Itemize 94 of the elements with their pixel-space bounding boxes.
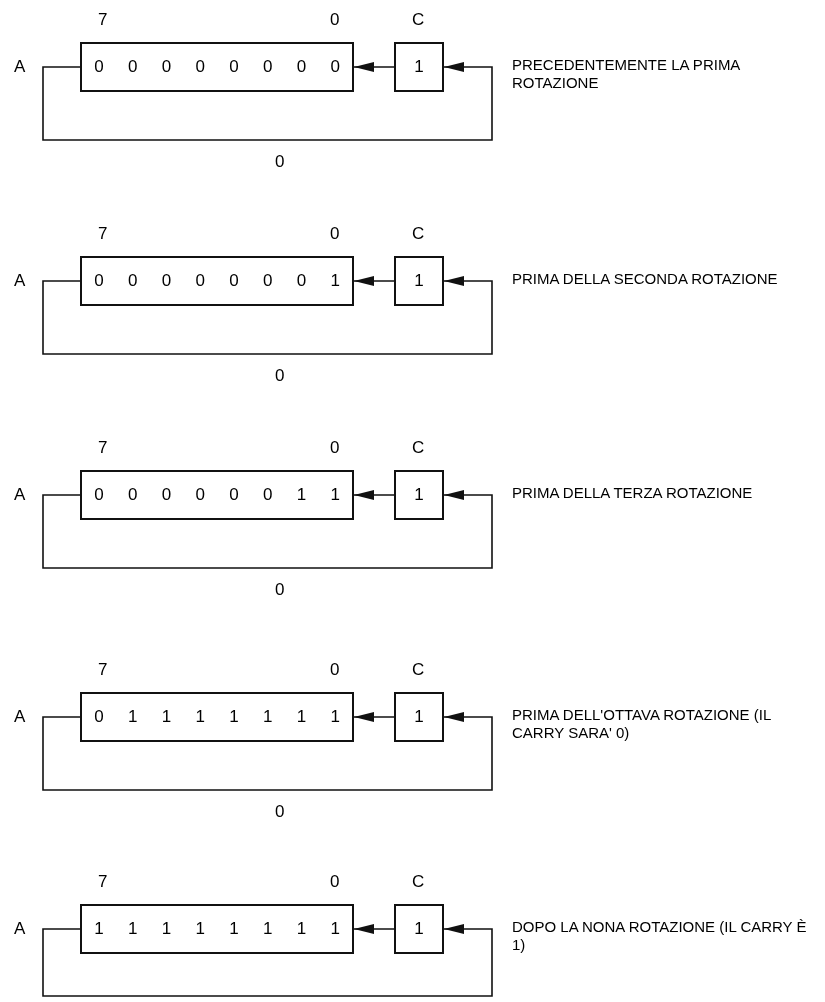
carry-value: 1: [414, 919, 424, 938]
bit-value: 0: [160, 56, 173, 78]
bit-value: 1: [295, 706, 308, 728]
arrow: [353, 924, 395, 934]
bit-value: 0: [93, 56, 105, 78]
carry-name: C: [412, 660, 425, 680]
value-label: 0: [275, 802, 285, 822]
arrow: [353, 62, 395, 72]
carry-name: C: [412, 224, 425, 244]
value-label: 0: [275, 580, 285, 600]
carry-box: [394, 904, 444, 954]
bit-value: 1: [329, 270, 341, 292]
bit-value: 0: [261, 56, 274, 78]
register-name: A: [14, 707, 26, 727]
bit-value: 0: [194, 56, 206, 78]
bit-index-label: 7: [98, 660, 108, 680]
bit-value: 1: [160, 706, 173, 728]
bit-value: 0: [194, 484, 206, 506]
loop-arrow: [42, 62, 493, 141]
bit-index-label: 7: [98, 872, 108, 892]
bit-value: 1: [194, 918, 206, 940]
bit-value: 1: [93, 918, 105, 940]
register-name: A: [14, 919, 26, 939]
arrow: [353, 490, 395, 500]
bit-value: 0: [329, 56, 341, 78]
bit-value: 0: [126, 270, 139, 292]
bit-value: 1: [228, 918, 240, 940]
bit-value: 1: [194, 706, 206, 728]
bit-value: 1: [126, 918, 139, 940]
arrow: [353, 712, 395, 722]
description-text: DOPO LA NONA ROTAZIONE (IL CARRY È 1): [512, 918, 808, 954]
bit-index-label: 0: [330, 438, 340, 458]
bit-index-label: 0: [330, 660, 340, 680]
bit-value: 1: [295, 918, 308, 940]
register-box: [80, 256, 354, 306]
loop-arrow: [42, 712, 493, 791]
carry-name: C: [412, 872, 425, 892]
bit-value: 0: [228, 56, 240, 78]
bit-index-label: 0: [330, 872, 340, 892]
description-text: PRIMA DELL'OTTAVA ROTAZIONE (IL CARRY SARA' 0): [512, 706, 772, 742]
bit-index-label: 7: [98, 438, 108, 458]
carry-box: [394, 256, 444, 306]
bit-value: 0: [228, 484, 240, 506]
carry-name: C: [412, 438, 425, 458]
value-label: 0: [275, 152, 285, 172]
register-box: [80, 692, 354, 742]
value-label: 0: [275, 366, 285, 386]
carry-box: [394, 470, 444, 520]
bit-value: 0: [295, 56, 308, 78]
bit-value: 0: [194, 270, 206, 292]
bit-value: 0: [261, 484, 274, 506]
bit-value: 1: [228, 706, 240, 728]
carry-value: 1: [414, 485, 424, 504]
carry-value: 1: [414, 707, 424, 726]
bit-value: 1: [329, 918, 341, 940]
bit-value: 1: [295, 484, 308, 506]
register-box: [80, 42, 354, 92]
carry-box: [394, 42, 444, 92]
bit-value: 0: [126, 484, 139, 506]
bit-value: 0: [126, 56, 139, 78]
bit-index-label: 7: [98, 224, 108, 244]
bit-value: 0: [261, 270, 274, 292]
bit-value: 1: [160, 918, 173, 940]
arrow: [353, 276, 395, 286]
bit-value: 1: [261, 706, 274, 728]
bit-value: 0: [295, 270, 308, 292]
loop-arrow: [42, 490, 493, 569]
loop-arrow: [42, 924, 493, 997]
bit-value: 0: [160, 484, 173, 506]
bit-value: 0: [93, 484, 105, 506]
bit-value: 1: [329, 706, 341, 728]
loop-arrow: [42, 276, 493, 355]
carry-box: [394, 692, 444, 742]
carry-name: C: [412, 10, 425, 30]
carry-value: 1: [414, 271, 424, 290]
register-name: A: [14, 271, 26, 291]
bit-index-label: 7: [98, 10, 108, 30]
bit-value: 1: [329, 484, 341, 506]
bit-value: 0: [160, 270, 173, 292]
bit-value: 1: [261, 918, 274, 940]
description-text: PRIMA DELLA SECONDA ROTAZIONE: [512, 270, 779, 288]
register-box: [80, 904, 354, 954]
description-text: PRIMA DELLA TERZA ROTAZIONE: [512, 484, 754, 502]
bit-index-label: 0: [330, 10, 340, 30]
register-name: A: [14, 485, 26, 505]
bit-value: 0: [228, 270, 240, 292]
carry-value: 1: [414, 57, 424, 76]
register-box: [80, 470, 354, 520]
bit-value: 0: [93, 706, 105, 728]
bit-index-label: 0: [330, 224, 340, 244]
bit-value: 0: [93, 270, 105, 292]
bit-value: 1: [126, 706, 139, 728]
register-name: A: [14, 57, 26, 77]
description-text: PRECEDENTEMENTE LA PRIMA ROTAZIONE: [512, 56, 741, 92]
